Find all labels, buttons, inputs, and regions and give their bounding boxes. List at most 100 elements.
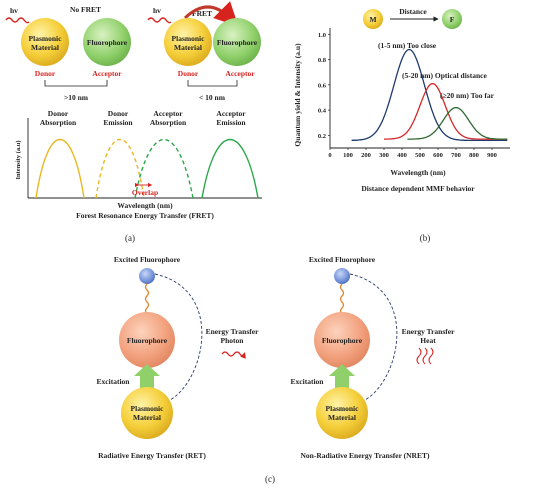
- nret-caption: Non-Radiative Energy Transfer (NRET): [301, 451, 430, 460]
- x-tick-label: 500: [415, 152, 425, 159]
- excitation-arrow-icon: [134, 364, 160, 388]
- plasmonic-label-line2: Material: [328, 413, 356, 422]
- energy-transfer-label: Energy Transfer: [402, 327, 456, 336]
- curve-label-acceptor-absorption-2: Absorption: [150, 118, 187, 127]
- metal-badge: [363, 9, 383, 29]
- overlap-label: Overlap: [132, 188, 158, 197]
- nret-diagram: Excited Fluorophore Fluorophore Excitati…: [291, 255, 456, 460]
- chart-xlabel: Wavelength (nm): [390, 168, 446, 177]
- fluorophore-badge-label: F: [450, 15, 455, 24]
- no-fret-diagram: hv No FRET Plasmonic Material Fluorophor…: [5, 5, 131, 102]
- x-tick-label: 0: [328, 152, 331, 159]
- linker-chain: [339, 283, 345, 315]
- heat-label: Heat: [420, 336, 436, 345]
- curve-label-donor-absorption-2: Absorption: [40, 118, 77, 127]
- x-tick-label: 100: [343, 152, 353, 159]
- excited-fluorophore-circle: [334, 268, 350, 284]
- plasmonic-label-line1: Plasmonic: [29, 34, 63, 43]
- light-wave-icon: [5, 17, 30, 24]
- fluorophore-acceptor-circle: [83, 18, 131, 66]
- plasmonic-label-line2: Material: [133, 413, 161, 422]
- curve-label-acceptor-emission-1: Acceptor: [216, 109, 246, 118]
- acceptor-label: Acceptor: [92, 69, 122, 78]
- curve-label-acceptor-emission-2: Emission: [216, 118, 246, 127]
- linker-chain: [144, 283, 150, 315]
- chart-caption: Distance dependent MMF behavior: [361, 184, 475, 193]
- x-tick-label: 600: [433, 152, 443, 159]
- series-line-1: [384, 82, 508, 140]
- curve-label-donor-emission-2: Emission: [103, 118, 133, 127]
- spectra-ylabel: Intensity (a.u): [15, 140, 22, 179]
- fluorophore-label: Fluorophore: [322, 336, 363, 345]
- chart-ylabel: Quantum yield & Intensity (a.u): [293, 43, 302, 147]
- distance-label: < 10 nm: [199, 93, 226, 102]
- plasmonic-donor-circle: [21, 18, 69, 66]
- fluorophore-circle: [119, 312, 175, 368]
- fret-label: FRET: [192, 9, 212, 18]
- excitation-label: Excitation: [97, 377, 131, 386]
- donor-label: Donor: [35, 69, 56, 78]
- acceptor-emission-curve: [201, 138, 259, 199]
- fret-spectra: Donor Absorption Donor Emission Acceptor…: [15, 109, 262, 220]
- excited-fluorophore-label: Excited Fluorophore: [114, 255, 181, 264]
- plasmonic-label-line2: Material: [31, 43, 59, 52]
- fluorophore-badge: [442, 9, 462, 29]
- panel-c-tag: (c): [265, 474, 275, 484]
- photon-wave-icon: [221, 351, 246, 359]
- y-tick-label: 0.2: [318, 133, 326, 140]
- energy-transfer-arrow-icon: [183, 1, 239, 27]
- donor-emission-curve: [95, 138, 145, 199]
- curve-label-donor-emission-1: Donor: [108, 109, 129, 118]
- plasmonic-material-circle: [121, 387, 173, 439]
- plasmonic-label-line1: Plasmonic: [326, 404, 360, 413]
- spectra-xlabel: Wavelength (nm): [117, 201, 173, 210]
- donor-absorption-curve: [35, 138, 85, 199]
- panel-c: Excited Fluorophore Fluorophore Excitati…: [97, 255, 456, 484]
- plasmonic-material-circle: [316, 387, 368, 439]
- acceptor-label: Acceptor: [225, 69, 255, 78]
- excitation-arrow-icon: [329, 364, 355, 388]
- energy-transfer-label: Energy Transfer: [206, 327, 260, 336]
- excitation-label: Excitation: [291, 377, 325, 386]
- heat-wave-icon: [416, 347, 434, 365]
- annotation-optical-distance: (5-20 nm) Optical distance: [402, 71, 487, 80]
- spectra-caption: Forest Resonance Energy Transfer (FRET): [76, 211, 214, 220]
- annotation-too-close: (1-5 nm) Too close: [378, 41, 437, 50]
- y-tick-label: 0.8: [318, 57, 327, 64]
- fluorophore-label: Fluorophore: [127, 336, 168, 345]
- distance-bracket: [187, 80, 238, 87]
- fluorophore-circle: [314, 312, 370, 368]
- ret-caption: Radiative Energy Transfer (RET): [98, 451, 206, 460]
- plasmonic-donor-circle: [164, 18, 212, 66]
- panel-a-tag: (a): [125, 233, 135, 243]
- plasmonic-label-line1: Plasmonic: [131, 404, 165, 413]
- x-tick-label: 200: [361, 152, 371, 159]
- annotation-too-far: (≥20 nm) Too far: [440, 91, 495, 100]
- fluorophore-acceptor-circle: [213, 18, 261, 66]
- acceptor-absorption-curve: [134, 138, 194, 199]
- y-tick-label: 1.0: [318, 32, 326, 39]
- fluorophore-label: Fluorophore: [87, 38, 128, 47]
- hv-label: hv: [10, 6, 18, 15]
- distance-label: >10 nm: [64, 93, 89, 102]
- y-tick-label: 0.6: [318, 82, 327, 89]
- fluorophore-label: Fluorophore: [217, 38, 258, 47]
- panel-a: hv No FRET Plasmonic Material Fluorophor…: [5, 1, 262, 243]
- series-line-2: [407, 106, 508, 140]
- x-tick-label: 700: [451, 152, 461, 159]
- photon-label: Photon: [221, 336, 245, 345]
- plasmonic-label-line2: Material: [174, 43, 202, 52]
- curve-label-donor-absorption-1: Donor: [48, 109, 69, 118]
- plasmonic-label-line1: Plasmonic: [172, 34, 206, 43]
- ret-diagram: Excited Fluorophore Fluorophore Excitati…: [97, 255, 260, 460]
- excited-fluorophore-circle: [139, 268, 155, 284]
- y-tick-label: 0.4: [318, 108, 327, 115]
- distance-label: Distance: [399, 7, 427, 16]
- hv-label: hv: [153, 6, 161, 15]
- x-tick-label: 800: [469, 152, 479, 159]
- no-fret-label: No FRET: [70, 5, 101, 14]
- curve-label-acceptor-absorption-1: Acceptor: [153, 109, 183, 118]
